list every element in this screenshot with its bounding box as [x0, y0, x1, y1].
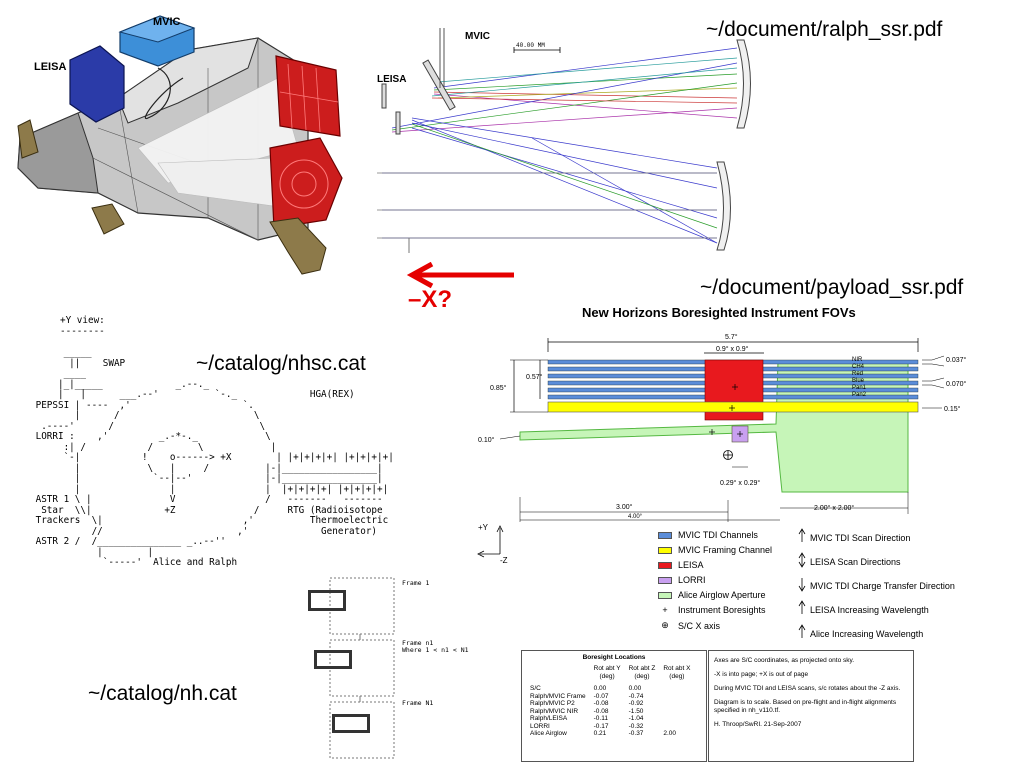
note-text: During MVIC TDI and LEISA scans, s/c rot… — [714, 685, 901, 692]
boresight-header: Rot abt Z (deg) — [628, 665, 656, 680]
boresight-table: Rot abt Y (deg) Rot abt Z (deg) Rot abt … — [526, 665, 694, 738]
legend-item: MVIC Framing Channel — [658, 545, 772, 555]
direction-arrows — [798, 528, 806, 638]
direction-mvic-tdi-scan: MVIC TDI Scan Direction — [810, 533, 911, 543]
table-row: Ralph/MVIC Frame-0.07-0.74 — [530, 692, 644, 700]
legend-item: MVIC TDI Channels — [658, 530, 758, 540]
minus-x-label: –X? — [408, 286, 453, 313]
scale-bar: 40.00 MM — [513, 42, 561, 53]
legend-item: LORRI — [658, 575, 706, 585]
dim-0-85-label: 0.85° — [490, 384, 507, 392]
ralph-ssr-path-label: ~/document/ralph_ssr.pdf — [706, 18, 943, 41]
legend-item: ⊕ S/C X axis — [658, 620, 720, 631]
mvic-label: MVIC — [153, 16, 181, 28]
direction-leisa-scan: LEISA Scan Directions — [810, 557, 901, 567]
mvic-ray-label: MVIC — [465, 31, 490, 42]
channel-label: CH4 — [852, 364, 865, 370]
frame-sequence-diagram — [308, 577, 395, 759]
dim-4-00-label: 4.00° — [628, 514, 643, 520]
note-text: Diagram is to scale. Based on pre-flight… — [714, 699, 897, 714]
dim-0-57-label: 0.57° — [526, 373, 543, 381]
dim-0-29-label: 0.29° x 0.29° — [720, 479, 760, 487]
dim-0-037-label: 0.037° — [946, 356, 967, 364]
ray-trace-diagram: 40.00 MM MVIC LEISA — [377, 28, 751, 253]
dim-2-00-label: 2.00° x 2.00° — [814, 504, 854, 512]
minus-x-arrow-icon — [406, 262, 514, 289]
note-text: Axes are S/C coordinates, as projected o… — [714, 657, 855, 664]
channel-label: NIR — [852, 357, 863, 363]
leisa-box-icon — [69, 45, 125, 123]
boresight-header — [526, 665, 590, 680]
channel-label: Red — [852, 371, 863, 377]
legend-swatch-leisa — [658, 561, 672, 569]
boresight-header: Rot abt X (deg) — [663, 665, 691, 680]
mvic-framing-fov — [547, 401, 919, 413]
legend-item: LEISA — [658, 560, 704, 570]
sc-x-axis-icon: ⊕ — [661, 620, 669, 630]
axis-z-label: -Z — [500, 556, 508, 565]
dim-0-9-label: 0.9° x 0.9° — [716, 345, 749, 353]
upper-mirror — [736, 39, 751, 129]
dim-5-7-label: 5.7° — [725, 333, 738, 341]
direction-mvic-charge: MVIC TDI Charge Transfer Direction — [810, 581, 955, 591]
notes-box: Axes are S/C coordinates, as projected o… — [708, 650, 914, 762]
frame-1-label: Frame 1 — [402, 579, 430, 587]
svg-text:40.00 MM: 40.00 MM — [516, 42, 545, 49]
frame-N1-label: Frame N1 — [402, 699, 434, 707]
table-row: Ralph/LEISA-0.11-1.04 — [530, 715, 644, 722]
dim-0-070-label: 0.070° — [946, 380, 967, 388]
legend-swatch-alice — [658, 591, 672, 599]
channel-label: Pan2 — [852, 392, 867, 398]
frame-n1-label: Frame n1 Where 1 < n1 < N1 — [402, 639, 469, 654]
leisa-ray-label: LEISA — [377, 74, 406, 85]
dim-0-15-label: 0.15° — [944, 405, 961, 413]
boresight-cross-icon: + — [662, 605, 668, 615]
lower-mirror — [716, 161, 731, 251]
boresight-title: Boresight Locations — [582, 654, 646, 661]
axes-indicator-icon — [477, 525, 504, 558]
fov-diagram: 5.7° 0.9° x 0.9° NIR CH4 Red Blue Pan1 P… — [478, 333, 967, 522]
axis-y-label: +Y — [478, 523, 489, 532]
dim-0-10-label: 0.10° — [478, 436, 495, 444]
ralph-instrument-illustration: MVIC LEISA — [17, 15, 343, 275]
nh-cat-label: ~/catalog/nh.cat — [88, 682, 237, 705]
note-text: -X is into page; +X is out of page — [714, 671, 809, 678]
dim-3-00-label: 3.00° — [616, 503, 633, 511]
ascii-header: +Y view: -------- — [60, 315, 105, 337]
legend-swatch-lorri — [658, 576, 672, 584]
legend-item: + Instrument Boresights — [658, 605, 765, 615]
table-row: Ralph/MVIC NIR-0.08-1.50 — [530, 707, 644, 715]
channel-label: Blue — [852, 378, 865, 384]
table-row: Ralph/MVIC P2-0.08-0.92 — [530, 700, 644, 707]
payload-ssr-path-label: ~/document/payload_ssr.pdf — [700, 276, 964, 299]
legend-swatch-mvic-tdi — [658, 531, 672, 539]
primary-mirror-lower — [269, 137, 343, 229]
channel-label: Pan1 — [852, 385, 867, 391]
note-text: H. Throop/SwRI. 21-Sep-2007 — [714, 721, 802, 728]
fov-title: New Horizons Boresighted Instrument FOVs — [582, 305, 856, 320]
legend-swatch-mvic-framing — [658, 546, 672, 554]
nhsc-cat-label: ~/catalog/nhsc.cat — [196, 352, 366, 375]
legend-item: Alice Airglow Aperture — [658, 590, 766, 600]
boresight-header: Rot abt Y (deg) — [593, 665, 621, 680]
boresight-table-box: Boresight Locations Rot abt Y (deg) Rot … — [521, 650, 707, 762]
leisa-label: LEISA — [34, 61, 66, 73]
ascii-spacecraft-diagram: _____ || SWAP ____ |_|_____ _.--._ | | _… — [35, 347, 394, 568]
direction-leisa-wavelength: LEISA Increasing Wavelength — [810, 605, 929, 615]
primary-mirror-upper — [275, 55, 341, 137]
table-row: LORRI-0.17-0.32 — [530, 722, 644, 730]
direction-alice-wavelength: Alice Increasing Wavelength — [810, 629, 924, 639]
